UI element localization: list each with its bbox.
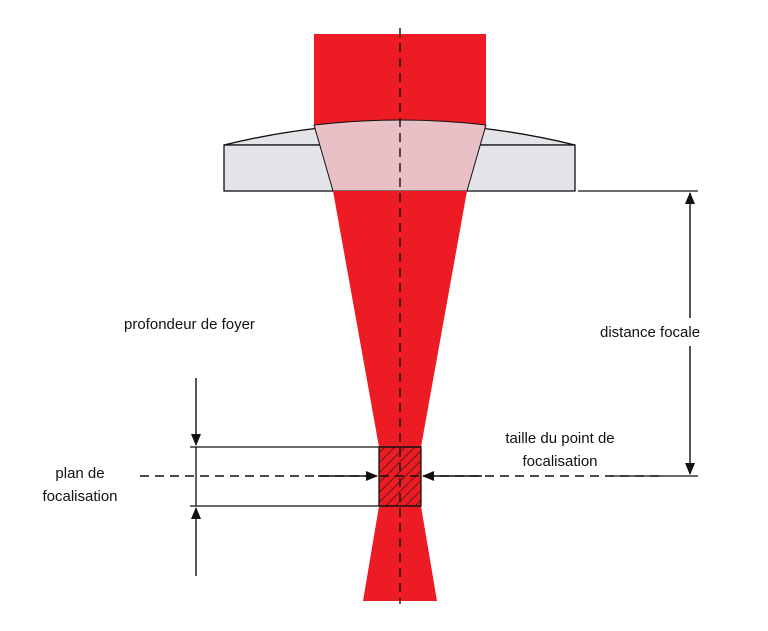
label-spot-size: taille du point de focalisation: [490, 427, 630, 473]
label-spot-size-line2: focalisation: [522, 453, 598, 470]
label-depth-of-focus: profondeur de foyer: [124, 316, 255, 333]
label-focal-distance: distance focale: [600, 324, 701, 341]
label-focal-plane-line2: focalisation: [42, 488, 118, 505]
label-spot-size-line1: taille du point de: [505, 430, 615, 447]
label-focal-plane: plan de focalisation: [20, 462, 140, 508]
label-focal-plane-line1: plan de: [55, 465, 105, 482]
